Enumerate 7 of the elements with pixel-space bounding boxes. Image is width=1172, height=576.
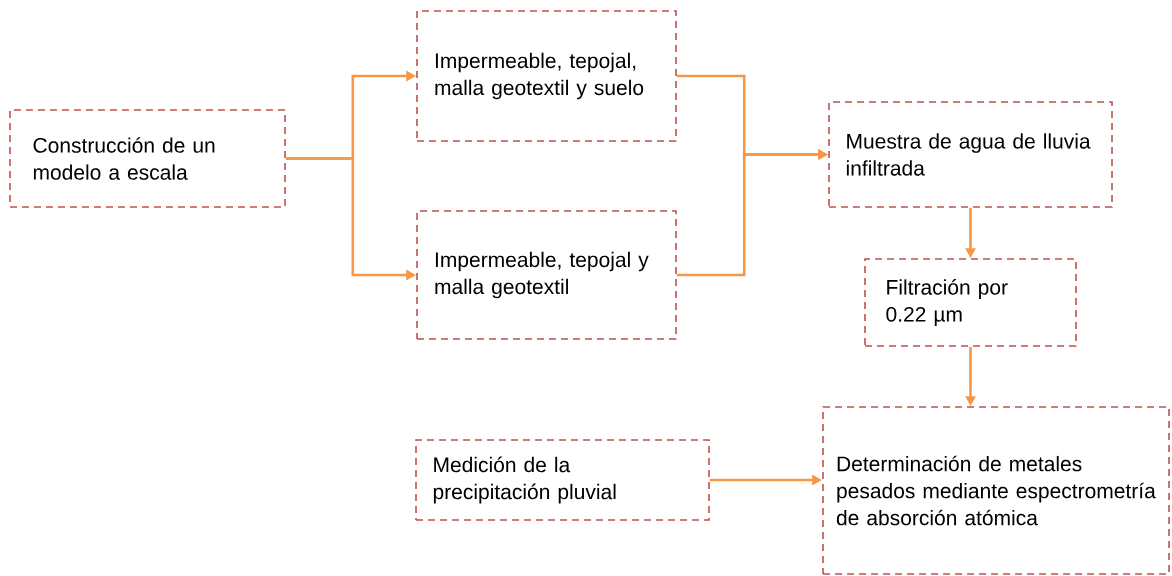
process-box: Impermeable, tepojal y malla geotextil — [416, 210, 677, 340]
process-box: Filtración por 0.22 µm — [864, 258, 1077, 347]
process-box: Determinación de metales pesados mediante espectrometría de absorción atómica — [822, 406, 1170, 575]
process-box: Medición de la precipitación pluvial — [415, 439, 710, 521]
process-box: Construcción de un modelo a escala — [9, 109, 286, 208]
process-box: Muestra de agua de lluvia infiltrada — [828, 101, 1113, 208]
process-box: Impermeable, tepojal, malla geotextil y suelo — [416, 10, 677, 142]
